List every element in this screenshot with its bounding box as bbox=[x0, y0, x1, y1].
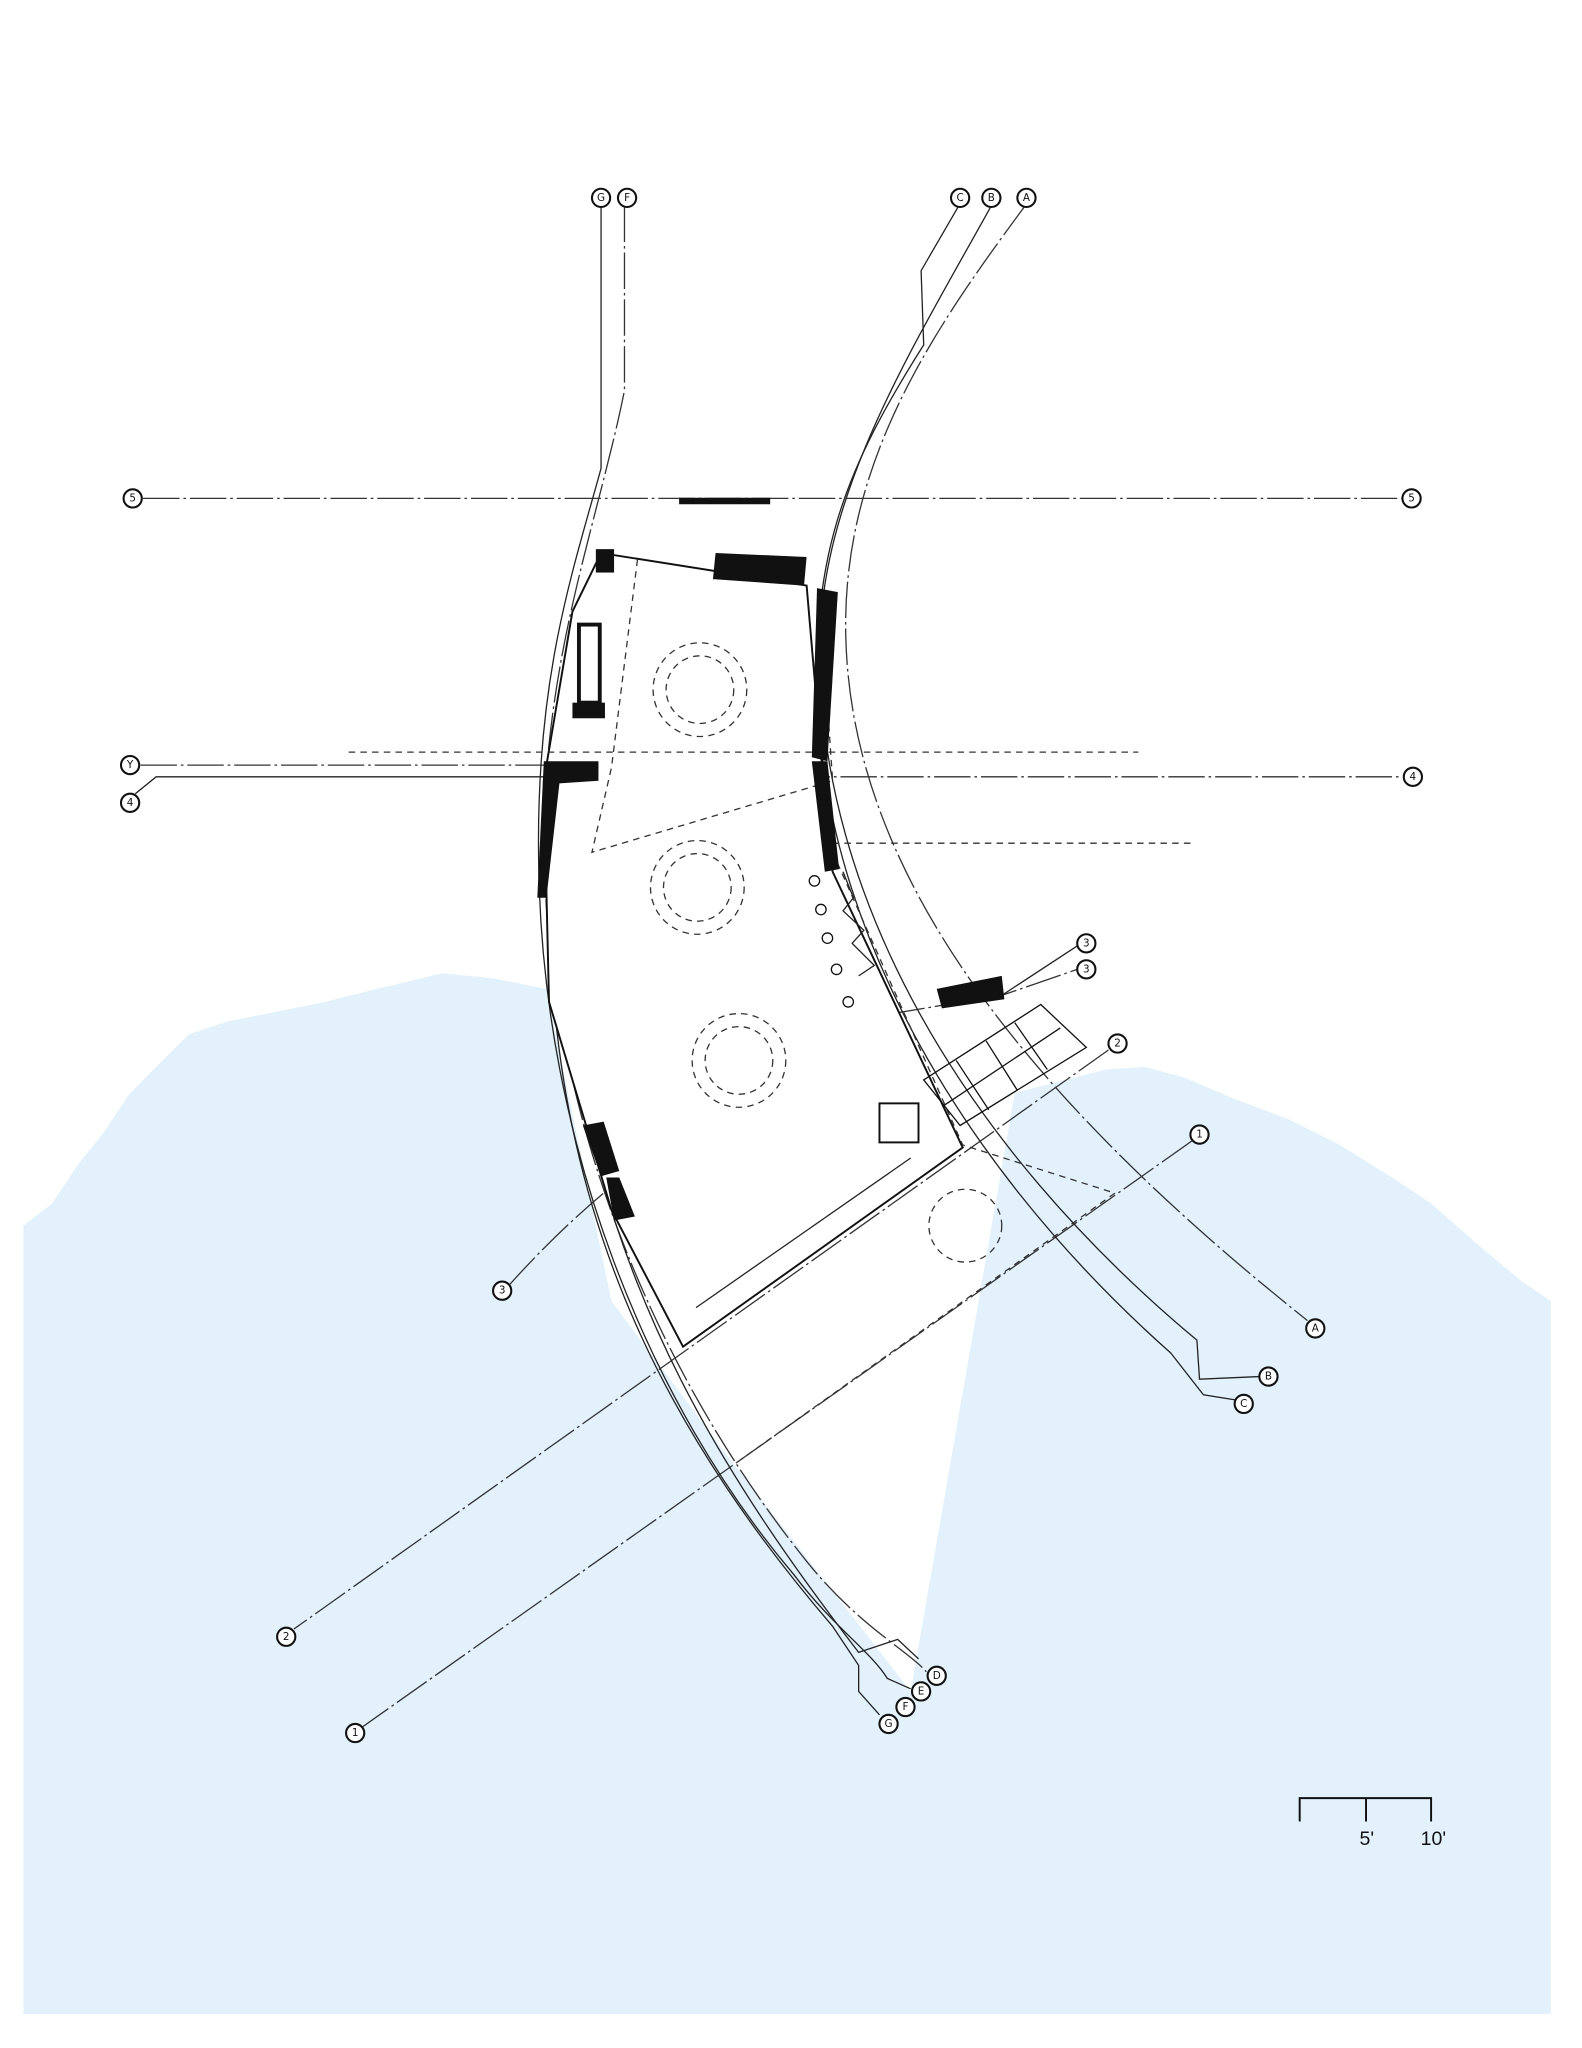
grid-bubble-3-lower: 3 bbox=[1076, 959, 1097, 980]
svg-text:1: 1 bbox=[352, 1727, 359, 1739]
water-area bbox=[23, 973, 1551, 2015]
grid-bubble-f-bottom: F bbox=[895, 1696, 916, 1718]
grid-bubble-a-bottom: A bbox=[1305, 1318, 1326, 1339]
svg-text:A: A bbox=[1023, 192, 1031, 204]
svg-text:F: F bbox=[902, 1701, 908, 1713]
wall-segment bbox=[606, 1177, 635, 1221]
svg-text:2: 2 bbox=[283, 1631, 290, 1643]
grid-bubble-g: G bbox=[590, 187, 612, 209]
grid-bubble-a: A bbox=[1016, 187, 1037, 209]
grid-bubble-3-left: 3 bbox=[492, 1280, 513, 1301]
grid-bubble-c-bottom: C bbox=[1233, 1393, 1254, 1415]
building bbox=[348, 497, 1191, 1465]
skylight-circles bbox=[649, 642, 1003, 1263]
grid-bubble-5-left: 5 bbox=[122, 488, 143, 509]
grid-bubble-f: F bbox=[616, 187, 638, 209]
svg-text:G: G bbox=[597, 192, 605, 204]
wall-segment bbox=[537, 761, 599, 898]
grid-bubbles: G F C B A 5 5 Y 4 4 3 3 2 1 3 A B C 2 1 … bbox=[119, 187, 1424, 1744]
zigzag-rail bbox=[842, 871, 876, 977]
svg-text:5: 5 bbox=[129, 492, 136, 504]
svg-text:5: 5 bbox=[1408, 492, 1415, 504]
wall-segment bbox=[811, 761, 840, 872]
wall-segment bbox=[712, 553, 807, 586]
svg-text:2: 2 bbox=[1114, 1038, 1121, 1050]
grid-line-1 bbox=[362, 1140, 1193, 1728]
svg-text:G: G bbox=[885, 1718, 893, 1730]
wall-segment bbox=[595, 549, 615, 573]
wall-segment bbox=[811, 588, 838, 762]
grid-bubble-2-left: 2 bbox=[276, 1626, 297, 1647]
grid-bubble-4-left: 4 bbox=[119, 792, 141, 813]
svg-text:D: D bbox=[933, 1670, 941, 1682]
grid-bubble-4-right: 4 bbox=[1402, 766, 1424, 787]
grid-bubble-d: D bbox=[926, 1665, 947, 1686]
fixture-square bbox=[878, 1102, 920, 1144]
grid-bubble-5-right: 5 bbox=[1401, 488, 1422, 509]
scale-label-5: 5' bbox=[1360, 1828, 1375, 1850]
grid-bubble-e: E bbox=[910, 1681, 932, 1702]
wall-segment bbox=[582, 1121, 620, 1177]
grid-bubble-1-left: 1 bbox=[345, 1722, 366, 1744]
svg-text:C: C bbox=[1240, 1398, 1247, 1410]
wall-segment bbox=[936, 975, 1005, 1009]
svg-text:E: E bbox=[918, 1685, 925, 1697]
svg-text:1: 1 bbox=[1196, 1129, 1203, 1141]
column-dots bbox=[808, 875, 855, 1008]
svg-text:3: 3 bbox=[1083, 963, 1090, 975]
scale-bar: 5' 10' bbox=[1298, 1797, 1446, 1850]
svg-text:B: B bbox=[1265, 1371, 1272, 1383]
grid-bubble-2-right: 2 bbox=[1107, 1033, 1128, 1054]
stair bbox=[922, 1003, 1088, 1127]
grid-bubble-b-bottom: B bbox=[1258, 1366, 1279, 1387]
grid-leader-4 bbox=[134, 776, 560, 795]
svg-text:C: C bbox=[956, 192, 963, 204]
grid-line-a bbox=[844, 205, 1308, 1322]
grid-bubble-1-right: 1 bbox=[1189, 1124, 1210, 1145]
grid-line-2 bbox=[293, 1049, 1109, 1630]
grid-bubble-y: Y bbox=[119, 754, 141, 776]
scale-label-10: 10' bbox=[1421, 1828, 1446, 1850]
deck-edge-south bbox=[734, 1192, 1116, 1465]
svg-text:4: 4 bbox=[127, 797, 134, 809]
wall-segment bbox=[572, 702, 605, 719]
svg-text:F: F bbox=[624, 192, 630, 204]
grid-bubble-g-bottom: G bbox=[878, 1713, 899, 1735]
svg-text:B: B bbox=[988, 192, 995, 204]
svg-text:3: 3 bbox=[499, 1285, 506, 1297]
closet bbox=[576, 622, 602, 705]
grid-bubble-c: C bbox=[949, 187, 971, 209]
grid-bubble-b: B bbox=[981, 187, 1002, 209]
deck-edge-east bbox=[832, 852, 1116, 1194]
bench-line bbox=[695, 1157, 912, 1309]
svg-text:Y: Y bbox=[126, 759, 134, 771]
svg-text:4: 4 bbox=[1410, 771, 1417, 783]
svg-text:A: A bbox=[1312, 1322, 1320, 1334]
grid-bubble-3-upper: 3 bbox=[1076, 933, 1097, 954]
grid-leader-3 bbox=[1001, 945, 1078, 996]
svg-text:3: 3 bbox=[1083, 937, 1090, 949]
